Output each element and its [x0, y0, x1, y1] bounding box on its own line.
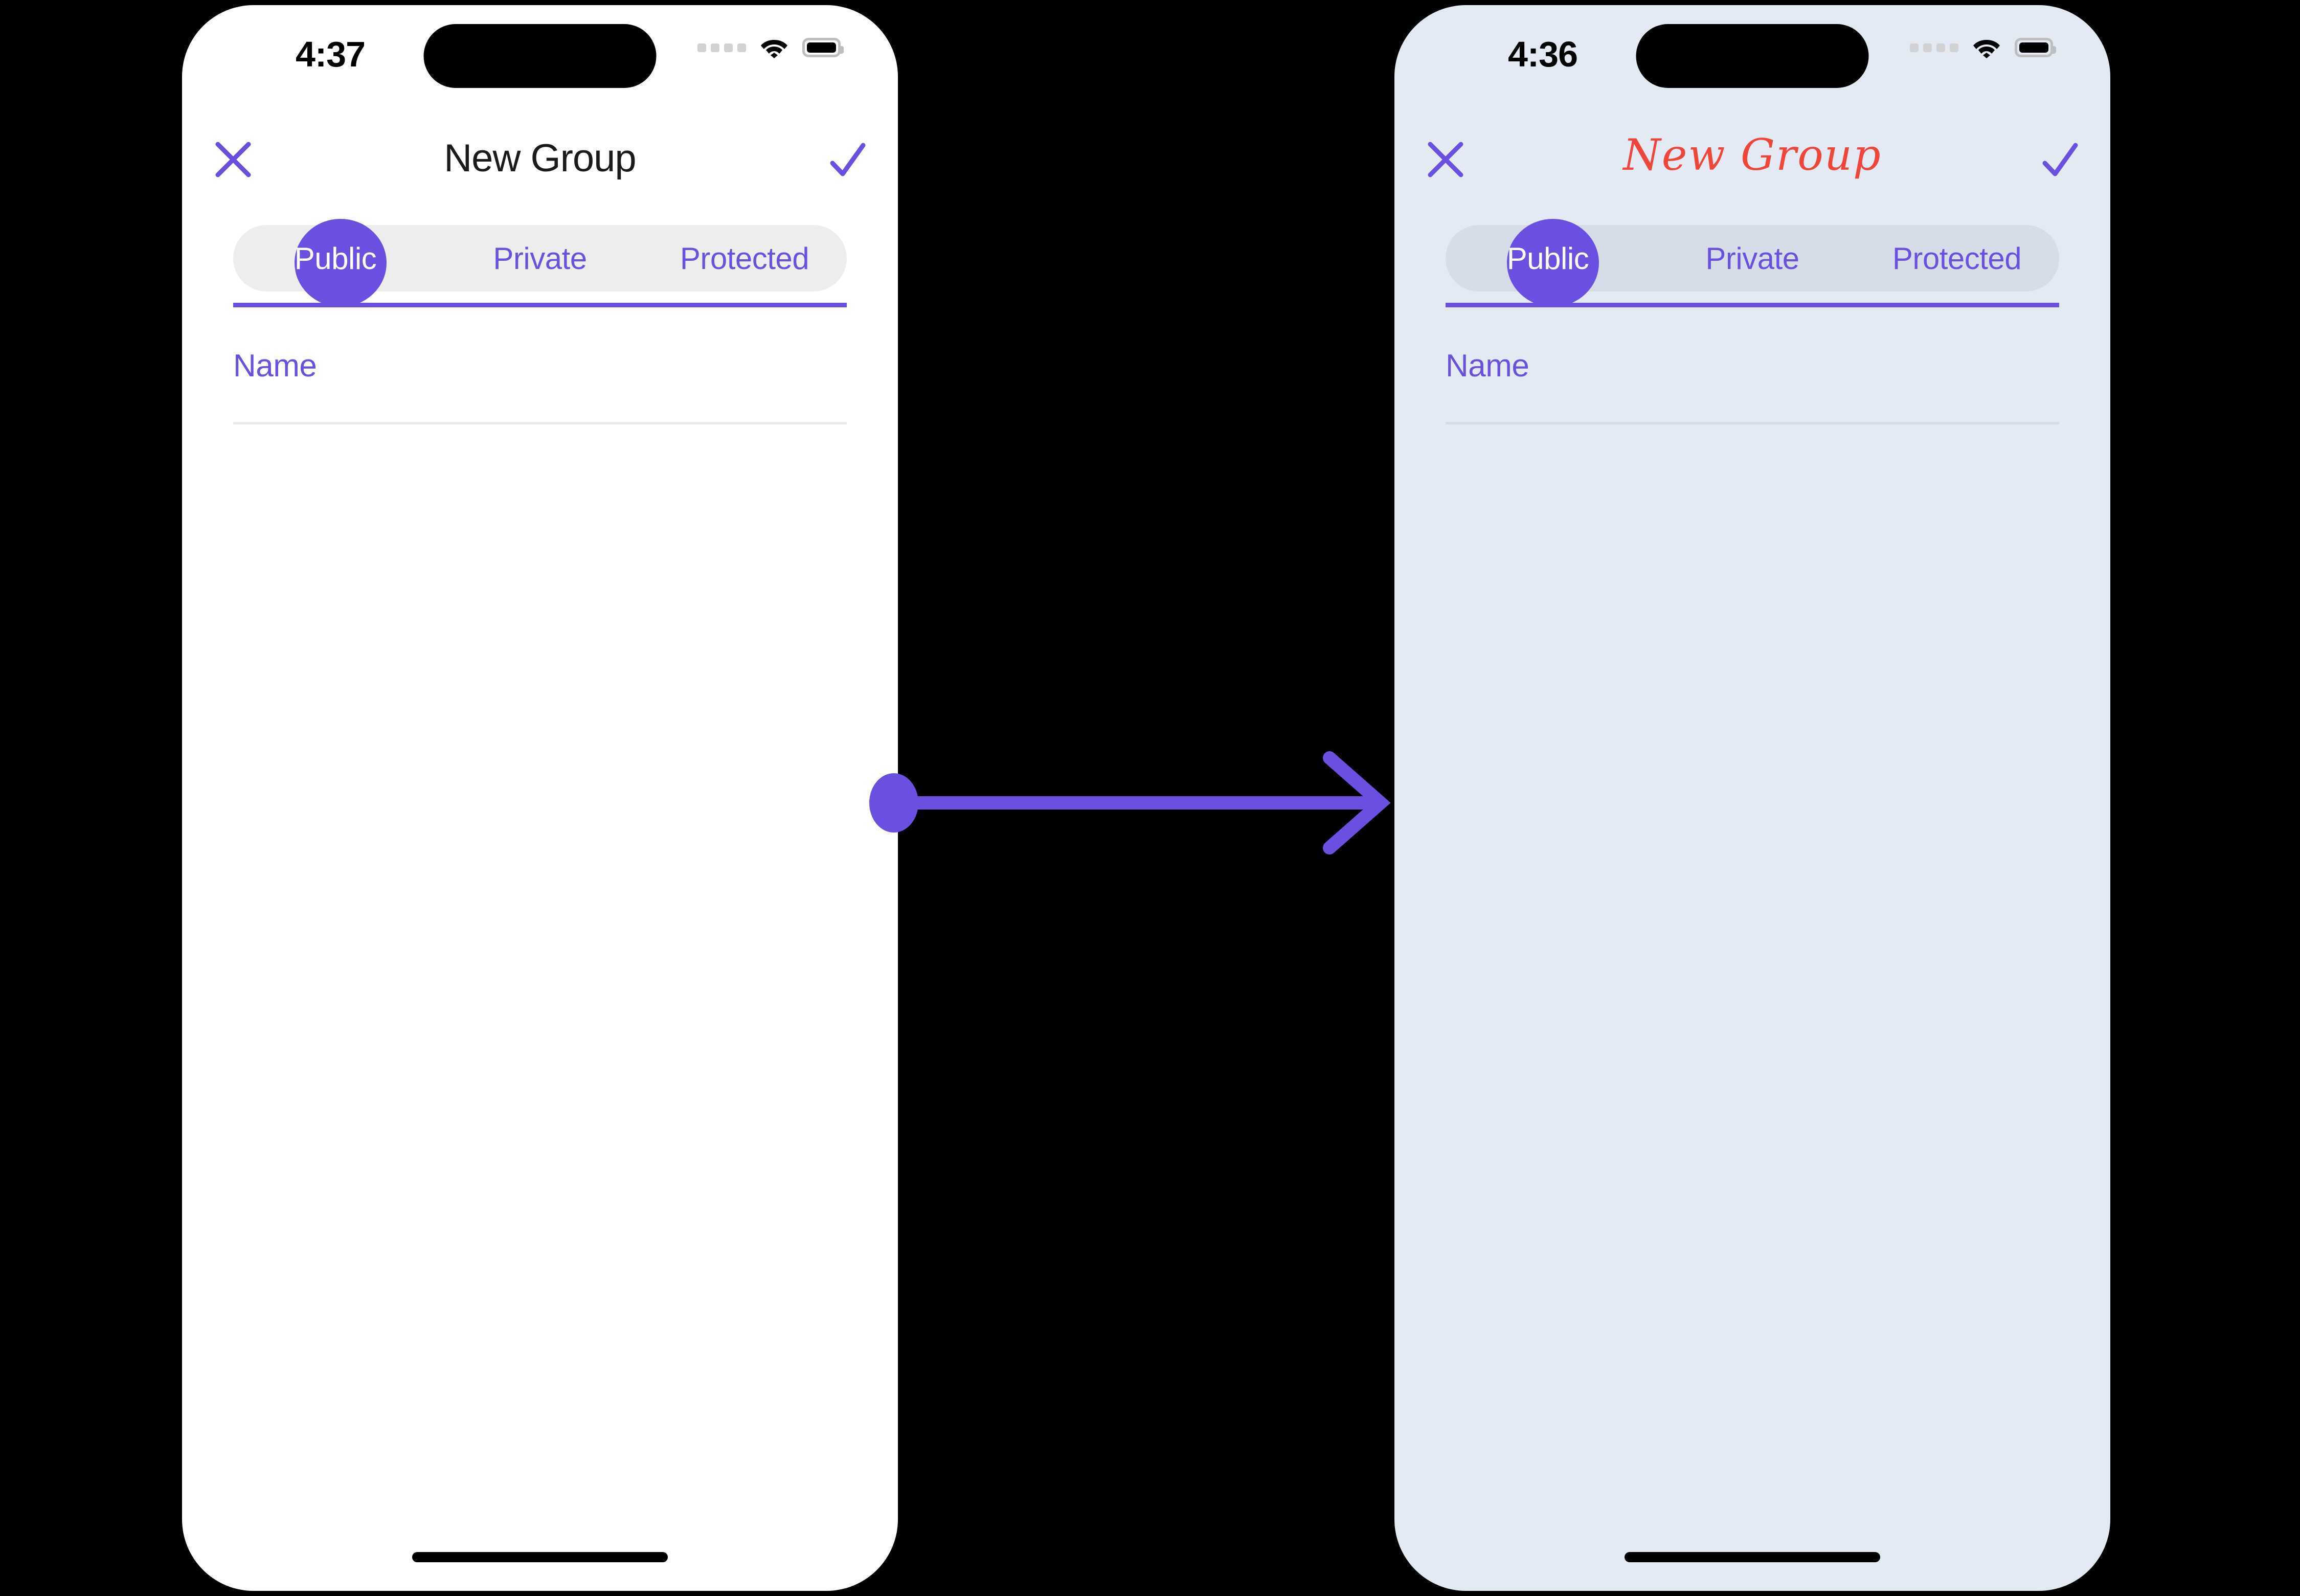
- page-title: New Group: [444, 137, 636, 180]
- home-indicator: [412, 1552, 668, 1562]
- segmented-options: Public Private Protected: [1446, 225, 2059, 291]
- status-time: 4:37: [295, 34, 366, 74]
- segmented-underline: [1446, 303, 2059, 307]
- wifi-icon: [1972, 37, 2001, 58]
- segment-option-protected[interactable]: Protected: [1892, 241, 2022, 276]
- segment-option-private[interactable]: Private: [1705, 241, 1799, 276]
- dynamic-island: [1636, 24, 1869, 88]
- segment-option-public[interactable]: Public: [294, 241, 377, 276]
- checkmark-icon[interactable]: [2034, 134, 2085, 185]
- visibility-segmented-control[interactable]: Public Private Protected: [233, 219, 847, 312]
- phone-screenshot-before: 4:37: [182, 5, 898, 1591]
- name-field-label: Name: [233, 348, 317, 384]
- cellular-dots-icon: [697, 43, 746, 52]
- dynamic-island: [423, 24, 657, 88]
- segmented-thumb: [295, 219, 387, 307]
- name-field-underline: [1446, 422, 2059, 424]
- name-field-label: Name: [1446, 348, 1529, 384]
- segmented-options: Public Private Protected: [233, 225, 847, 291]
- arrow-right-icon: [869, 726, 1411, 880]
- page-title: New Group: [1623, 130, 1882, 180]
- segment-option-private[interactable]: Private: [493, 241, 587, 276]
- nav-bar: New Group: [1394, 126, 2110, 197]
- visibility-segmented-control[interactable]: Public Private Protected: [1446, 219, 2059, 312]
- checkmark-icon[interactable]: [821, 134, 872, 185]
- name-field-underline: [233, 422, 847, 424]
- close-x-icon[interactable]: [208, 134, 259, 185]
- name-field[interactable]: Name: [1446, 343, 2059, 424]
- phone-screenshot-after: 4:36: [1394, 5, 2110, 1591]
- status-bar: 4:37: [182, 5, 898, 102]
- status-time: 4:36: [1507, 34, 1578, 74]
- segment-option-protected[interactable]: Protected: [680, 241, 809, 276]
- segment-option-public[interactable]: Public: [1506, 241, 1589, 276]
- segmented-underline: [233, 303, 847, 307]
- status-bar: 4:36: [1394, 5, 2110, 102]
- home-indicator: [1625, 1552, 1880, 1562]
- status-icons: [697, 37, 844, 58]
- segmented-thumb: [1507, 219, 1599, 307]
- battery-full-icon: [802, 38, 844, 57]
- close-x-icon[interactable]: [1420, 134, 1471, 185]
- name-field[interactable]: Name: [233, 343, 847, 424]
- wifi-icon: [759, 37, 789, 58]
- cellular-dots-icon: [1910, 43, 1958, 52]
- status-icons: [1910, 37, 2056, 58]
- battery-full-icon: [2015, 38, 2056, 57]
- nav-bar: New Group: [182, 126, 898, 197]
